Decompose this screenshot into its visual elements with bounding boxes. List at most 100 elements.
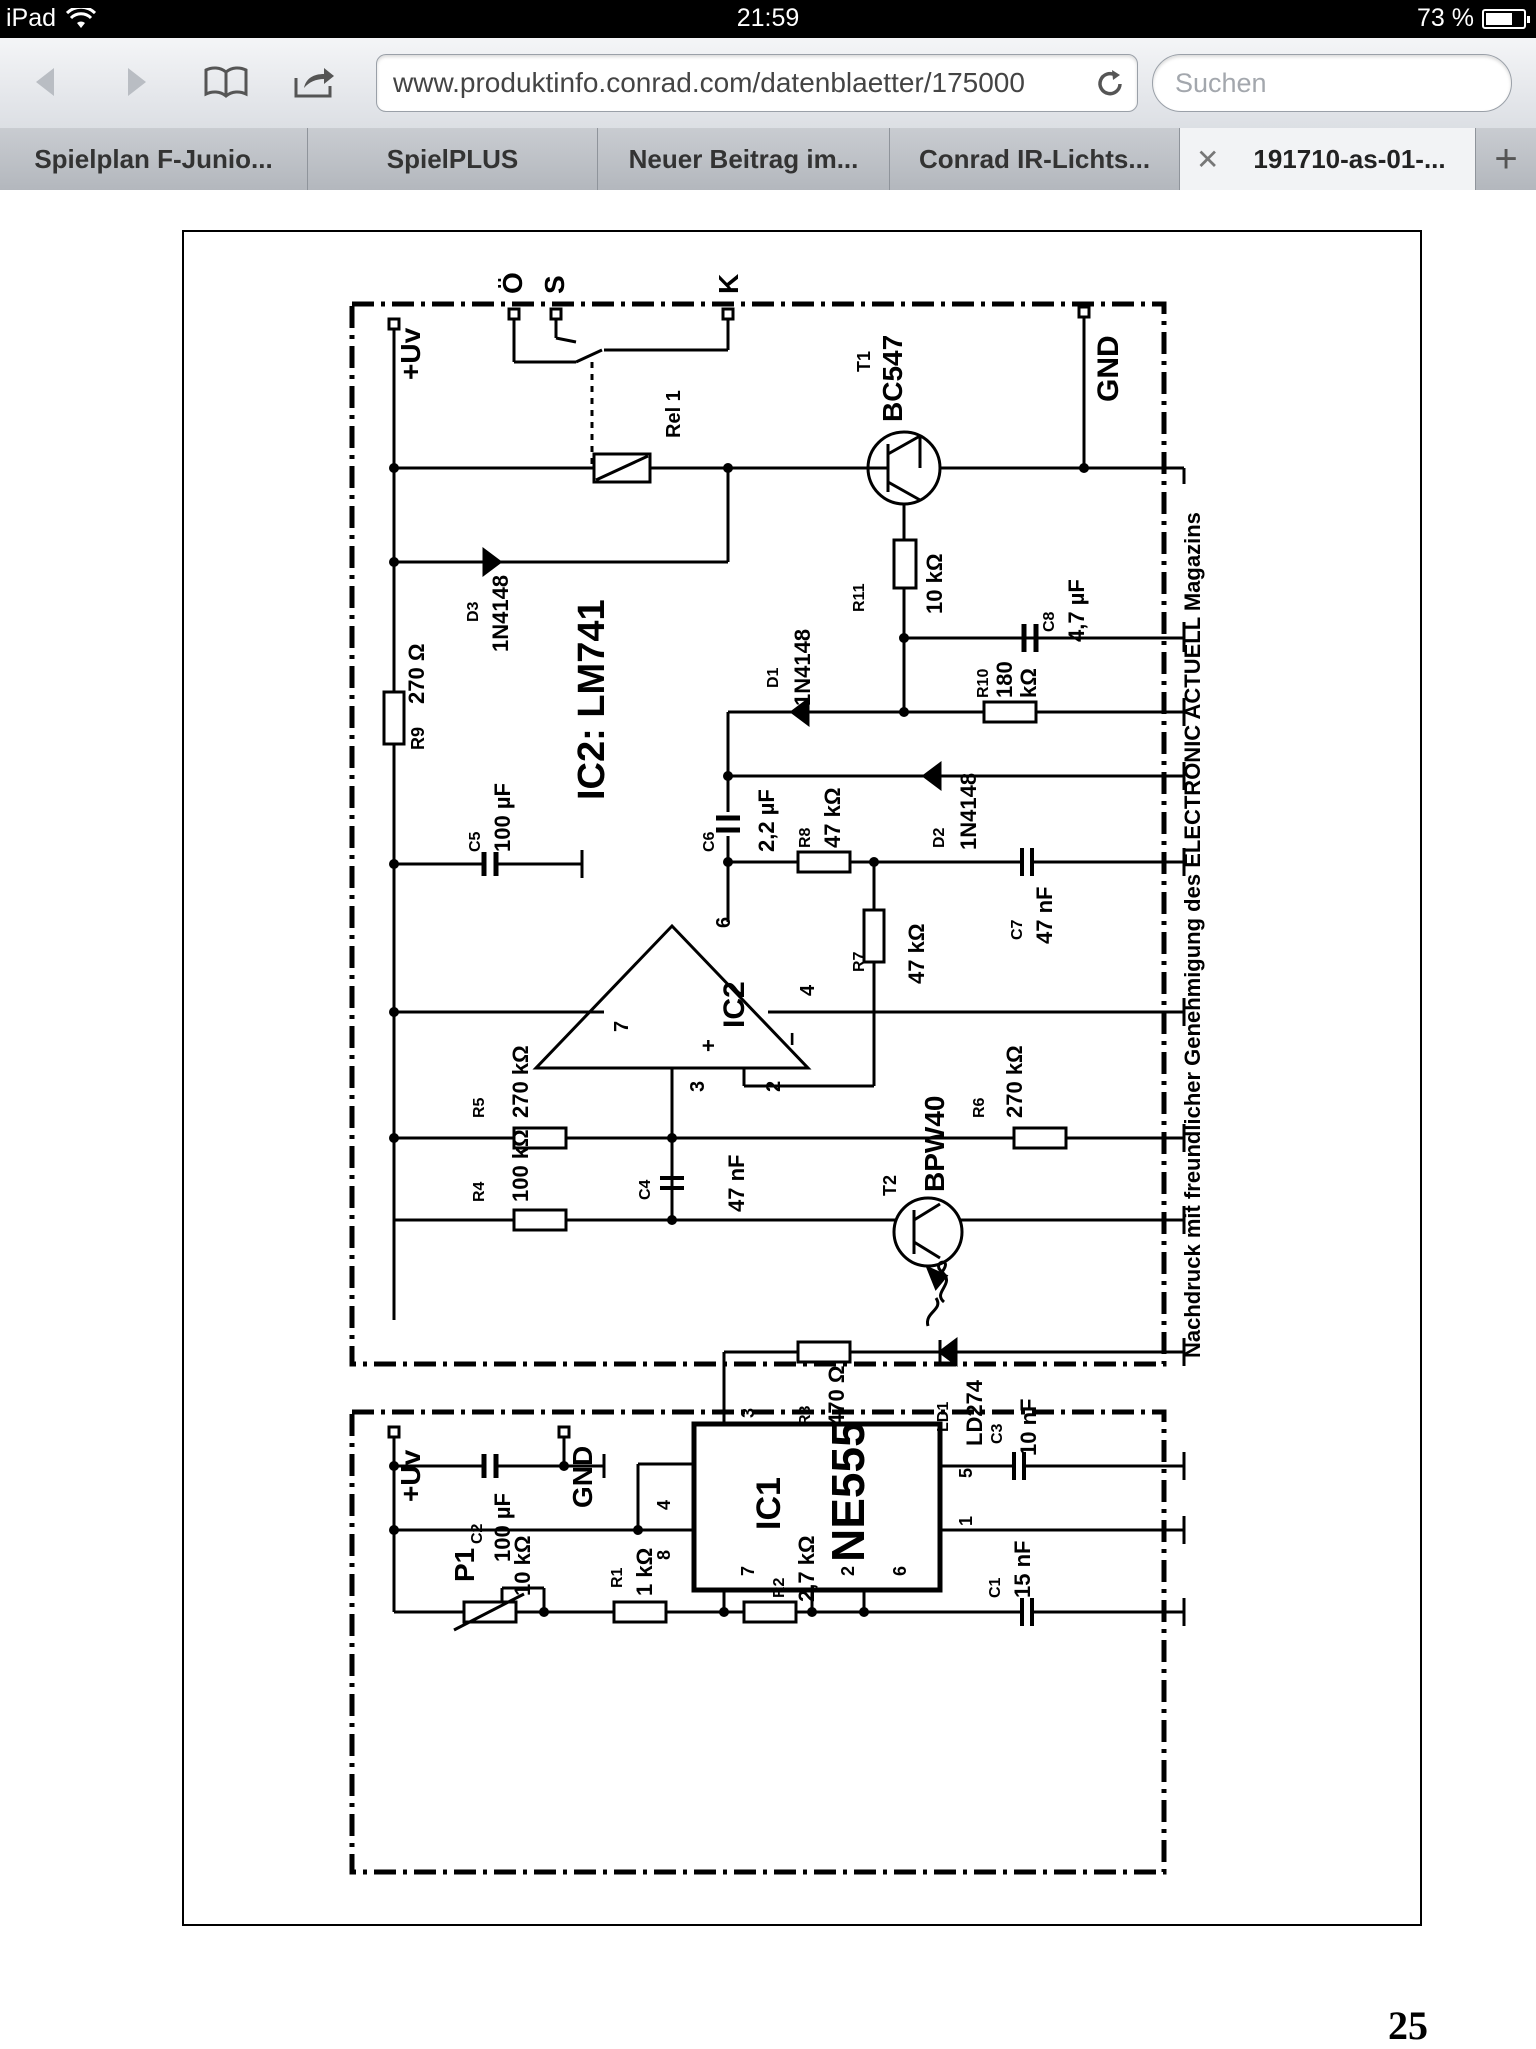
forward-arrow-icon: [128, 68, 146, 96]
schematic-wires: [349, 301, 1186, 1875]
label-r5-ref: R5: [471, 1097, 488, 1118]
page-number: 25: [1388, 2003, 1428, 2048]
label-c8-value: 4,7 µF: [1064, 579, 1089, 642]
label-ic1-pin7: 7: [738, 1566, 758, 1576]
label-pin7: 7: [611, 1021, 633, 1032]
label-r9-ref: R9: [408, 727, 428, 750]
label-t2-ref: T2: [880, 1175, 900, 1196]
battery-fill: [1486, 12, 1512, 25]
junction-dots: [389, 463, 1089, 1617]
label-r2-value: 2,7 kΩ: [794, 1535, 819, 1602]
tab-label: Neuer Beitrag im...: [628, 143, 859, 174]
close-tab-icon[interactable]: ✕: [1196, 144, 1220, 175]
share-button[interactable]: [286, 56, 342, 108]
url-text: www.produktinfo.conrad.com/datenblaetter…: [393, 67, 1025, 98]
label-terminal-o: Ö: [497, 272, 528, 294]
label-r10-ref: R10: [975, 669, 992, 698]
label-c1-value: 15 nF: [1010, 1541, 1035, 1598]
tab-spielplus[interactable]: SpielPLUS: [308, 128, 598, 190]
label-ic1-pin4: 4: [654, 1500, 674, 1510]
label-ic1-pin3: 3: [738, 1408, 758, 1418]
label-d1-ref: D1: [765, 667, 782, 688]
label-r2-ref: R2: [771, 1577, 788, 1598]
bookmarks-button[interactable]: [198, 56, 254, 108]
tab-label: 191710-as-01-...: [1253, 143, 1446, 174]
wifi-icon: [66, 7, 97, 28]
book-icon: [204, 66, 248, 98]
phototransistor-t2: [892, 1196, 964, 1268]
label-ic1-pin1: 1: [956, 1516, 976, 1526]
battery-icon: [1482, 8, 1530, 29]
label-r3-ref: R3: [797, 1405, 814, 1426]
label-c2-value: 100 µF: [490, 1493, 515, 1562]
label-r1-value: 1 kΩ: [632, 1548, 657, 1596]
label-r10-value1: 180: [992, 661, 1017, 698]
tab-datasheet[interactable]: ✕ 191710-as-01-...: [1180, 128, 1476, 190]
document-frame: +Uv Ö S K GND Rel 1 T1 BC547 D3 1N4148 R…: [182, 230, 1422, 1926]
label-r8-value: 47 kΩ: [820, 788, 845, 848]
label-gnd-receiver: GND: [1092, 335, 1125, 402]
label-rel1: Rel 1: [663, 390, 685, 438]
tab-bar: Spielplan F-Junio... SpielPLUS Neuer Bei…: [0, 128, 1536, 191]
label-c4-ref: C4: [637, 1179, 654, 1200]
label-c6-ref: C6: [701, 831, 718, 852]
device-name: iPad: [6, 4, 57, 32]
label-c2-ref: C2: [469, 1523, 486, 1544]
status-time: 21:59: [736, 4, 800, 32]
label-uv-transmitter: +Uv: [395, 1449, 426, 1502]
label-r6-value: 270 kΩ: [1002, 1045, 1027, 1118]
label-c7-ref: C7: [1009, 919, 1026, 940]
label-ic1-pin6: 6: [890, 1566, 910, 1576]
reload-icon[interactable]: [1093, 67, 1127, 101]
status-right: 73 %: [1417, 4, 1530, 33]
label-c6-value: 2,2 µF: [754, 789, 779, 852]
circuit-schematic: +Uv Ö S K GND Rel 1 T1 BC547 D3 1N4148 R…: [349, 272, 1205, 1875]
receiver-border: [349, 301, 1167, 1367]
label-r6-ref: R6: [971, 1097, 988, 1118]
label-ic1-pin2: 2: [838, 1566, 858, 1576]
back-button[interactable]: [18, 56, 74, 108]
label-ld1-type: LD274: [962, 1379, 987, 1446]
label-pin6: 6: [713, 917, 735, 928]
search-input[interactable]: Suchen: [1152, 54, 1512, 112]
battery-percent: 73 %: [1417, 4, 1474, 32]
label-c8-ref: C8: [1041, 611, 1058, 632]
label-terminal-k: K: [713, 274, 744, 294]
label-r8-ref: R8: [797, 827, 814, 848]
tab-neuer-beitrag[interactable]: Neuer Beitrag im...: [598, 128, 890, 190]
ic1-ne555: [691, 1421, 943, 1593]
label-pin3: 3: [687, 1081, 709, 1092]
label-c5-ref: C5: [467, 831, 484, 852]
label-r11-ref: R11: [851, 583, 868, 612]
transmitter-border: [349, 1409, 1167, 1875]
label-d3-ref: D3: [465, 601, 482, 622]
label-r5-value: 270 kΩ: [508, 1045, 533, 1118]
label-ic2-note: IC2: LM741: [571, 599, 613, 800]
label-r7-value: 47 kΩ: [904, 924, 929, 984]
label-ic1-pin8: 8: [654, 1550, 674, 1560]
label-ic1-type: NE555: [822, 1421, 874, 1562]
label-ic1-pin5: 5: [956, 1468, 976, 1478]
label-opamp-plus: +: [696, 1039, 721, 1052]
label-r9-value: 270 Ω: [404, 644, 429, 704]
tab-conrad[interactable]: Conrad IR-Lichts...: [890, 128, 1180, 190]
share-icon: [294, 68, 334, 98]
label-p1-value: 10 kΩ: [510, 1536, 535, 1596]
label-c7-value: 47 nF: [1032, 887, 1057, 944]
label-terminal-s: S: [539, 275, 570, 294]
label-r1-ref: R1: [609, 1567, 626, 1588]
tab-label: Spielplan F-Junio...: [34, 143, 273, 174]
opamp-ic2: [532, 923, 812, 1070]
label-ld1-ref: LD1: [935, 1402, 952, 1432]
status-left: iPad: [6, 4, 97, 33]
label-c4-value: 47 nF: [724, 1155, 749, 1212]
search-placeholder: Suchen: [1175, 68, 1267, 98]
new-tab-button[interactable]: +: [1476, 128, 1536, 190]
forward-button[interactable]: [108, 56, 164, 108]
label-t2-type: BPW40: [919, 1096, 950, 1192]
tab-spielplan[interactable]: Spielplan F-Junio...: [0, 128, 308, 190]
label-gnd-transmitter: GND: [567, 1446, 598, 1508]
browser-toolbar: www.produktinfo.conrad.com/datenblaetter…: [0, 38, 1536, 129]
label-d2-type: 1N4148: [956, 773, 981, 850]
url-field[interactable]: www.produktinfo.conrad.com/datenblaetter…: [376, 54, 1138, 112]
